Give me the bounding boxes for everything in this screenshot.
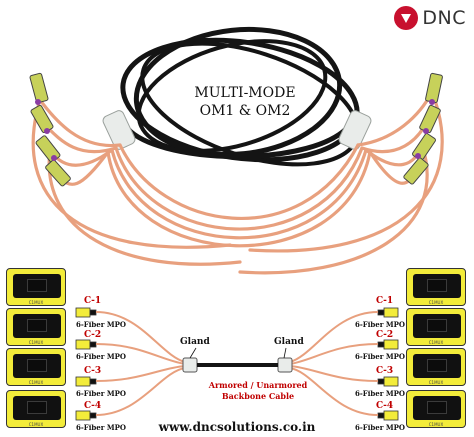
left-channel-label: C-3 (84, 366, 102, 376)
gland-label-right: Gland (274, 337, 304, 347)
brand-name: DNC (422, 7, 466, 29)
right-gland-photo (338, 110, 372, 150)
right-channel-label: C-2 (376, 330, 394, 340)
left-mpo-face-1: C1MUX (6, 268, 66, 306)
left-mpo-heads (29, 72, 71, 187)
gland-label-left: Gland (180, 337, 210, 347)
backbone-line-2: Backbone Cable (221, 391, 295, 401)
right-channel-label: C-3 (376, 366, 394, 376)
gland-pointers (189, 347, 287, 359)
left-channel-label: C-4 (84, 401, 102, 411)
dnc-logo: DNC (394, 6, 466, 30)
right-mpo-face-4: C1MUX (406, 390, 466, 428)
right-type-label: 6-Fiber MPO (355, 320, 405, 329)
left-type-label: 6-Fiber MPO (76, 320, 126, 329)
title-line-1: MULTI-MODE (194, 85, 296, 101)
left-channel-label: C-2 (84, 330, 102, 340)
title-line-2: OM1 & OM2 (199, 103, 291, 119)
left-mpo-face-2: C1MUX (6, 308, 66, 346)
right-type-label: 6-Fiber MPO (355, 352, 405, 361)
backbone-caption: Armored / Unarmored Backbone Cable (198, 380, 318, 402)
right-mpo-face-2: C1MUX (406, 308, 466, 346)
left-mpo-face-4: C1MUX (6, 390, 66, 428)
right-mpo-face-3: C1MUX (406, 348, 466, 386)
left-mpo-face-3: C1MUX (6, 348, 66, 386)
product-title: MULTI-MODE OM1 & OM2 (175, 84, 315, 120)
right-type-label: 6-Fiber MPO (355, 389, 405, 398)
right-mpo-heads (403, 72, 443, 185)
dnc-logo-icon (394, 6, 419, 30)
left-type-label: 6-Fiber MPO (76, 352, 126, 361)
right-mpo-face-1: C1MUX (406, 268, 466, 306)
right-channel-label: C-4 (376, 401, 394, 411)
backbone-line-1: Armored / Unarmored (208, 380, 308, 390)
schematic-fibers (95, 311, 379, 416)
left-channel-label: C-1 (84, 296, 102, 306)
left-gland-photo (102, 110, 136, 150)
schematic-glands (182, 357, 293, 373)
left-type-label: 6-Fiber MPO (76, 389, 126, 398)
left-type-label: 6-Fiber MPO (76, 423, 126, 432)
left-schematic-plugs (75, 307, 97, 421)
right-channel-label: C-1 (376, 296, 394, 306)
website-url: www.dncsolutions.co.in (158, 420, 316, 434)
right-schematic-plugs (377, 307, 399, 421)
right-type-label: 6-Fiber MPO (355, 423, 405, 432)
